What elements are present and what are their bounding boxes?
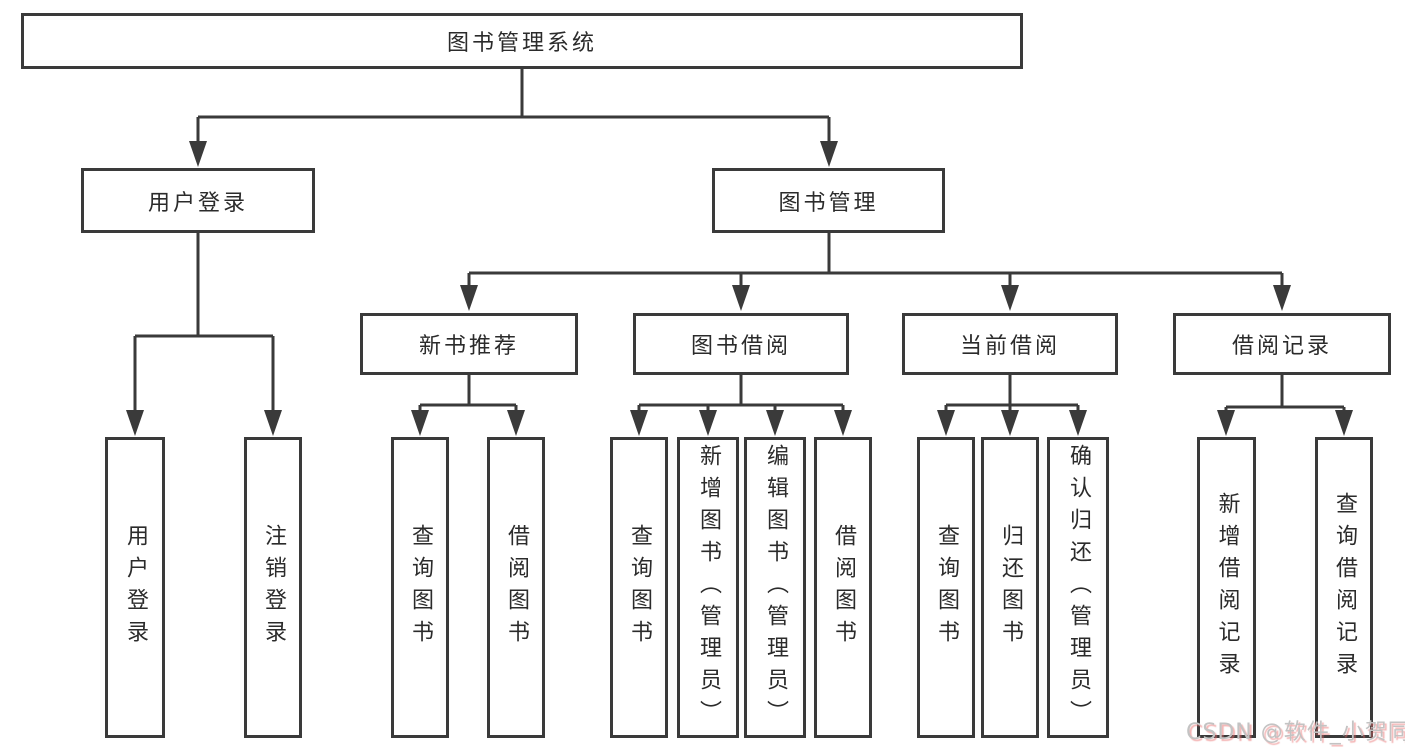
node-label: 借阅记录 [1231, 334, 1332, 359]
leaf-query-books-current: 查询图书 [917, 437, 975, 738]
leaf-return-books: 归还图书 [981, 437, 1039, 738]
leaf-borrow-books-recommend: 借阅图书 [487, 437, 545, 738]
leaf-confirm-return-admin: 确认归还（管理员） [1047, 437, 1109, 738]
node-label: 用户登录 [147, 190, 248, 216]
node-book-borrow: 图书借阅 [633, 313, 849, 375]
node-label: 新书推荐 [418, 334, 519, 359]
arrowheads [126, 141, 1353, 436]
leaf-label: 借阅图书 [831, 523, 856, 652]
leaf-logout: 注销登录 [244, 437, 302, 738]
leaf-label: 查询图书 [408, 523, 433, 652]
leaf-query-borrow-record: 查询借阅记录 [1315, 437, 1373, 738]
leaf-query-books-borrow: 查询图书 [610, 437, 668, 738]
node-label: 图书借阅 [690, 334, 791, 359]
node-label: 图书管理 [778, 190, 879, 216]
leaf-add-books-admin: 新增图书（管理员） [677, 437, 739, 738]
leaf-label: 查询图书 [627, 523, 652, 652]
node-current-borrow: 当前借阅 [902, 313, 1118, 375]
node-label: 图书管理系统 [446, 31, 597, 56]
node-book-management: 图书管理 [712, 168, 945, 233]
leaf-label: 借阅图书 [504, 523, 529, 652]
leaf-query-books-recommend: 查询图书 [391, 437, 449, 738]
leaf-label: 编辑图书（管理员） [763, 443, 788, 732]
leaf-edit-books-admin: 编辑图书（管理员） [744, 437, 806, 738]
leaf-add-borrow-record: 新增借阅记录 [1197, 437, 1256, 738]
node-label: 当前借阅 [959, 334, 1060, 359]
leaf-borrow-books: 借阅图书 [814, 437, 872, 738]
leaf-label: 归还图书 [998, 523, 1023, 652]
leaf-label: 注销登录 [261, 523, 286, 652]
leaf-label: 新增借阅记录 [1214, 491, 1240, 684]
node-borrow-records: 借阅记录 [1173, 313, 1391, 375]
leaf-label: 查询图书 [934, 523, 959, 652]
leaf-label: 新增图书（管理员） [696, 443, 721, 732]
node-root-system: 图书管理系统 [21, 13, 1023, 69]
leaf-label: 确认归还（管理员） [1066, 443, 1091, 732]
csdn-watermark: CSDN @软件_小贺同学 [1186, 720, 1405, 745]
node-user-login: 用户登录 [81, 168, 315, 233]
leaf-user-login: 用户登录 [105, 437, 165, 738]
node-new-book-recommend: 新书推荐 [360, 313, 578, 375]
leaf-label: 用户登录 [123, 523, 148, 652]
leaf-label: 查询借阅记录 [1332, 491, 1357, 684]
